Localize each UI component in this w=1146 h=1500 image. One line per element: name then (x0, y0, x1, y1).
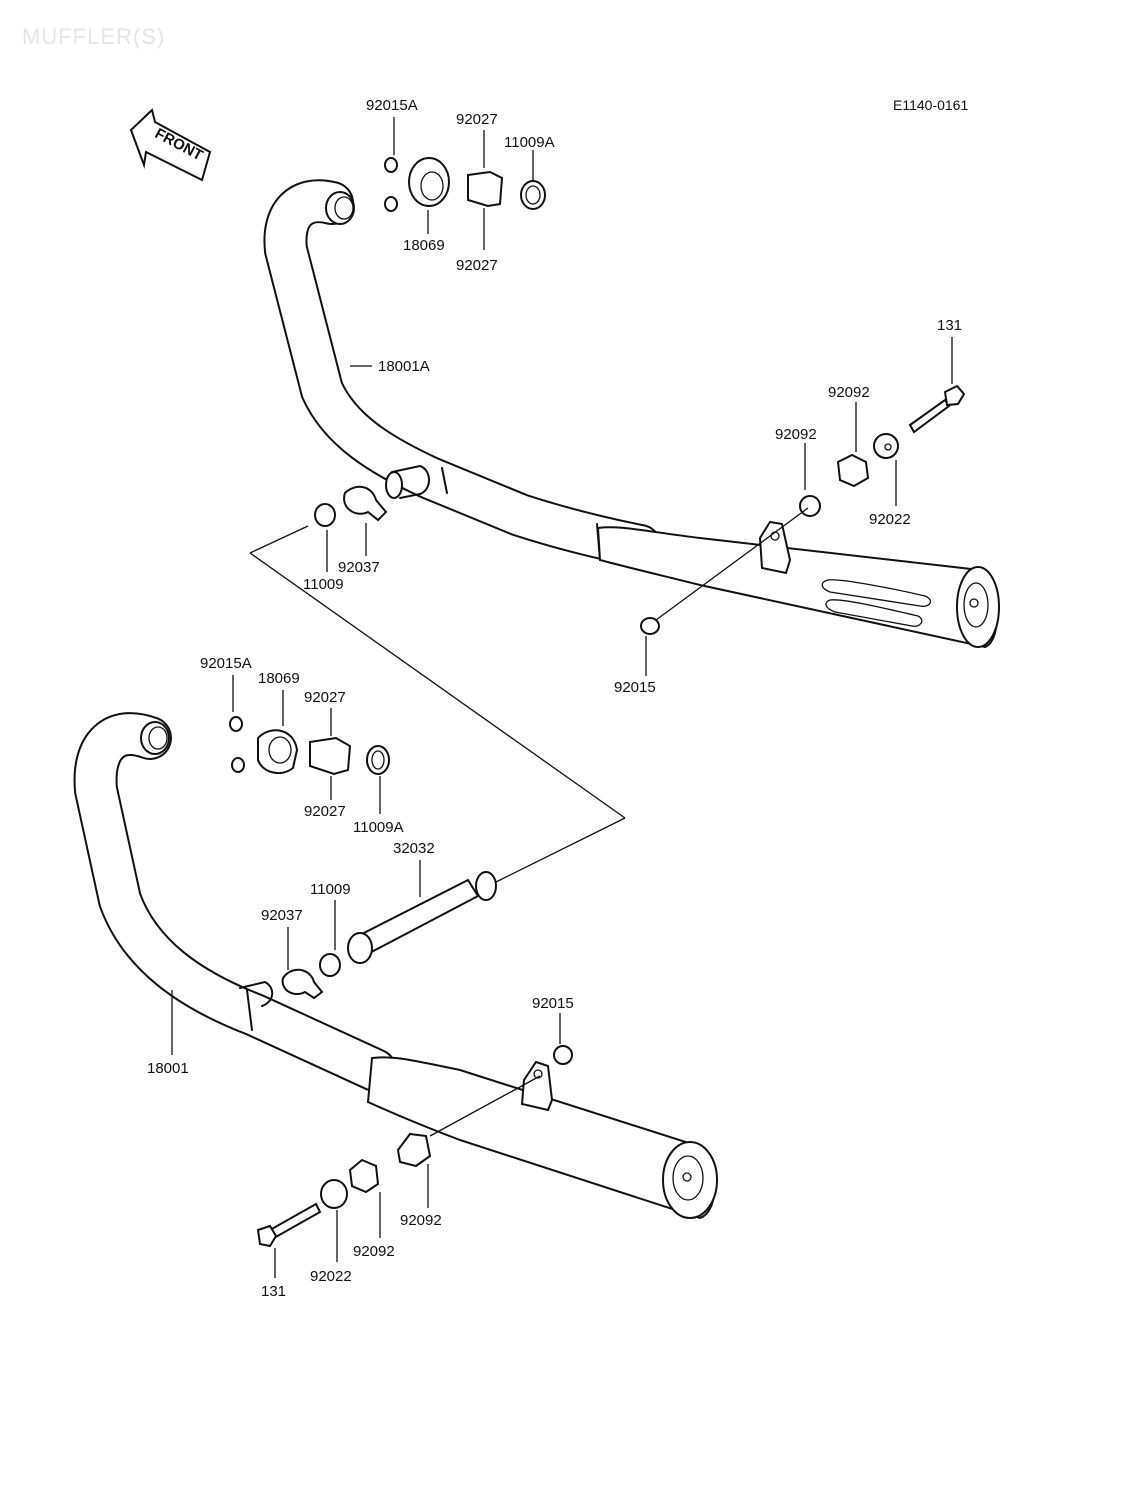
clamp-icon (343, 485, 388, 522)
washer-icon (873, 433, 899, 459)
damper-icon (836, 453, 870, 488)
label-92092-lower-a: 92092 (400, 1212, 442, 1229)
label-92092-upper-b: 92092 (775, 426, 817, 443)
label-92015-upper: 92015 (614, 679, 656, 696)
part-number-labels: 92015A 92027 11009A 18069 92027 18001A 1… (147, 97, 962, 1300)
damper-icon (348, 1158, 380, 1194)
label-11009-upper: 11009 (303, 576, 344, 593)
nut-icon (229, 716, 243, 732)
label-92022-upper: 92022 (869, 511, 911, 528)
label-18069-lower: 18069 (258, 670, 300, 687)
upper-muffler-body (596, 526, 1000, 649)
nut-icon (640, 617, 660, 635)
bolt-icon (908, 398, 951, 434)
label-92027-upper-b: 92027 (456, 257, 498, 274)
flange-icon (408, 157, 450, 207)
label-11009A-upper: 11009A (504, 134, 555, 151)
nut-icon (384, 196, 398, 212)
upper-mount-bracket (758, 520, 792, 575)
damper-icon (799, 495, 821, 517)
damper-icon (396, 1132, 432, 1168)
nut-icon (231, 757, 245, 773)
lower-exhaust-pipe (73, 712, 397, 1092)
label-92027-upper-a: 92027 (456, 111, 498, 128)
bolt-icon (268, 1202, 322, 1240)
assembly-guide-lines (249, 525, 626, 883)
label-11009A-lower: 11009A (353, 819, 404, 836)
label-92015-lower: 92015 (532, 995, 574, 1012)
label-11009-lower: 11009 (310, 881, 351, 898)
washer-icon (320, 1179, 348, 1209)
label-92037-upper: 92037 (338, 559, 380, 576)
label-131-lower: 131 (261, 1283, 286, 1300)
lower-muffler-body (366, 1056, 718, 1220)
label-18001A: 18001A (378, 358, 430, 375)
clamp-icon (281, 968, 324, 1000)
label-92037-lower: 92037 (261, 907, 303, 924)
watermark-text: MUFFLER(S) (22, 24, 166, 49)
collar-icon (467, 170, 504, 208)
front-arrow-icon: FRONT (129, 108, 212, 182)
label-92022-lower: 92022 (310, 1268, 352, 1285)
gasket-icon (366, 745, 390, 775)
label-18001: 18001 (147, 1060, 189, 1077)
gasket-icon (520, 180, 546, 210)
leader-lines (171, 117, 953, 1278)
upper-exhaust-pipe (263, 179, 662, 568)
label-92092-lower-b: 92092 (353, 1243, 395, 1260)
label-92092-upper-a: 92092 (828, 384, 870, 401)
label-92027-lower-a: 92027 (304, 689, 346, 706)
nut-icon (553, 1045, 573, 1065)
lower-small-parts (229, 716, 573, 1248)
label-131-upper: 131 (937, 317, 962, 334)
label-92015A-upper: 92015A (366, 97, 418, 114)
diagram-id: E1140-0161 (893, 97, 969, 113)
nut-icon (384, 157, 398, 173)
lower-mount-bracket (520, 1060, 554, 1112)
label-92015A-lower: 92015A (200, 655, 252, 672)
label-92027-lower-b: 92027 (304, 803, 346, 820)
upper-small-parts (314, 157, 966, 635)
collar-icon (309, 736, 352, 776)
gasket-icon (319, 953, 341, 977)
gasket-icon (314, 503, 336, 527)
label-32032: 32032 (393, 840, 435, 857)
label-18069-upper: 18069 (403, 237, 445, 254)
